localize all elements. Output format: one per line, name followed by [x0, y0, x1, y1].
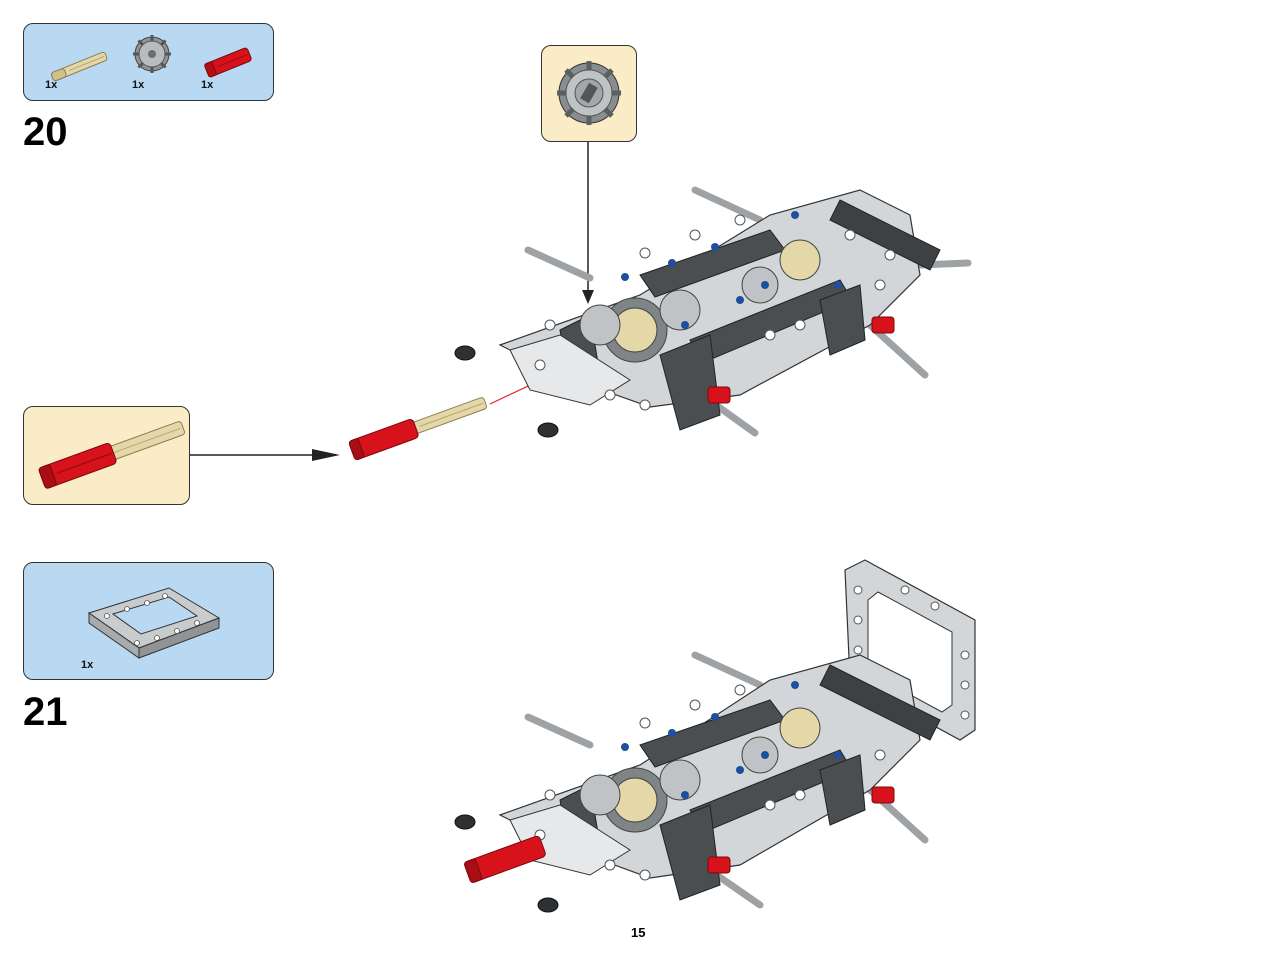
step-20-parts-list: 1x 1x 1x [23, 23, 274, 101]
axle-assembly-callout [23, 406, 190, 505]
step-number: 21 [23, 690, 68, 734]
tan-axle-pin-icon [51, 51, 108, 82]
red-axle-with-pin-icon [38, 421, 186, 489]
page-number: 15 [631, 925, 646, 940]
part-qty: 1x [81, 659, 94, 671]
chassis-model-step-20 [454, 186, 972, 438]
red-axle-with-pin-icon [348, 397, 488, 461]
red-axle-connector-icon [204, 47, 252, 78]
part-qty: 1x [132, 79, 145, 91]
step-number: 20 [23, 110, 68, 154]
gear-callout [541, 45, 637, 142]
gray-frame-icon [87, 587, 221, 659]
part-qty: 1x [201, 79, 214, 91]
step-21-parts-list: 1x [23, 562, 274, 680]
part-qty: 1x [45, 79, 58, 91]
chassis-model-step-21 [454, 559, 976, 913]
gray-gear-icon [133, 35, 171, 73]
gray-gear-icon [557, 61, 621, 125]
